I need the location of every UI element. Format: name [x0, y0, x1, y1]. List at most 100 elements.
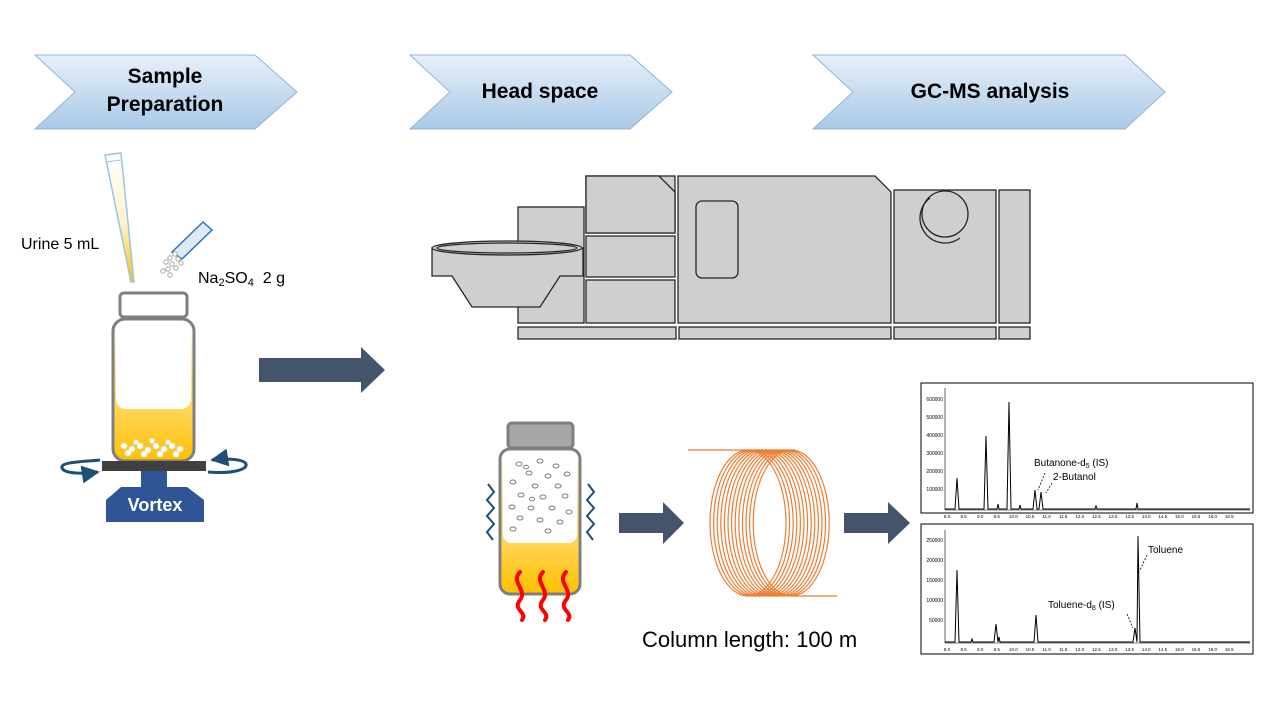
x-tick-label: 13.0 — [1109, 647, 1118, 652]
rotation-arrow-left-icon — [60, 458, 101, 484]
vial-particles — [120, 438, 184, 458]
x-tick-label: 16.0 — [1208, 647, 1217, 652]
x-tick-label: 11.5 — [1059, 647, 1068, 652]
y-tick-label: 100000 — [926, 487, 943, 493]
ann-toluene-sub: 8 — [1091, 605, 1096, 612]
x-tick-label: 14.5 — [1158, 647, 1167, 652]
bottom-annotation-arrow-1 — [1139, 554, 1148, 571]
vibration-right-icon — [585, 483, 596, 541]
x-tick-label: 14.5 — [1158, 514, 1167, 519]
pipette-icon — [104, 152, 135, 283]
chevron-sample-preparation — [33, 54, 298, 130]
chevron-head-space — [408, 54, 673, 130]
x-tick-label: 11.0 — [1042, 647, 1051, 652]
x-tick-label: 11.0 — [1042, 514, 1051, 519]
top-annotation-arrow-1 — [1037, 472, 1046, 491]
x-tick-label: 8.5 — [960, 647, 967, 652]
flow-arrow-2 — [619, 502, 684, 544]
headspace-bubbles — [508, 458, 573, 534]
x-tick-label: 10.0 — [1009, 647, 1018, 652]
salt-so: SO — [224, 270, 248, 287]
column-length-label: Column length: 100 m — [642, 627, 858, 652]
top-annotation-arrow-2 — [1045, 482, 1053, 494]
ann-toluene-pre: Toluene-d — [1048, 600, 1092, 611]
y-tick-label: 600000 — [926, 397, 943, 403]
top-trace — [945, 401, 1250, 510]
bottom-annotation-toluene-d8: Toluene-d8 (IS) — [1048, 600, 1115, 612]
x-tick-label: 12.0 — [1075, 514, 1084, 519]
x-tick-label: 12.5 — [1092, 514, 1101, 519]
y-tick-label: 500000 — [926, 415, 943, 421]
y-tick-label: 250000 — [926, 538, 943, 544]
x-tick-label: 8.0 — [944, 514, 951, 519]
bottom-annotation-toluene: Toluene — [1148, 545, 1184, 556]
x-tick-label: 9.5 — [994, 514, 1001, 519]
step-1-line2: Preparation — [106, 93, 224, 116]
x-tick-label: 15.0 — [1175, 647, 1184, 652]
x-tick-label: 10.0 — [1009, 514, 1018, 519]
x-tick-label: 16.0 — [1208, 514, 1217, 519]
x-tick-label: 16.5 — [1225, 647, 1234, 652]
bottom-annotation-arrow-2 — [1126, 613, 1134, 629]
x-tick-label: 9.5 — [994, 647, 1001, 652]
top-annotation-butanone: Butanone-d5 (IS) — [1034, 458, 1109, 470]
step-head-space-label: Head space — [481, 80, 599, 103]
y-tick-label: 300000 — [926, 451, 943, 457]
step-1-line1: Sample — [127, 65, 203, 88]
y-tick-label: 200000 — [926, 469, 943, 475]
x-tick-label: 8.0 — [944, 647, 951, 652]
x-tick-label: 14.0 — [1142, 647, 1151, 652]
flow-arrow-3 — [844, 502, 910, 544]
ann-butanone-post: (IS) — [1089, 458, 1109, 469]
x-tick-label: 12.0 — [1075, 647, 1084, 652]
step-gc-ms-label: GC-MS analysis — [910, 80, 1070, 103]
rotation-arrow-right-icon — [207, 448, 248, 474]
vortex-label: Vortex — [127, 495, 183, 515]
salt-na: Na — [198, 270, 219, 287]
ann-butanone-sub: 5 — [1085, 463, 1090, 470]
vortex-mixer — [102, 461, 206, 522]
x-tick-label: 15.5 — [1192, 514, 1201, 519]
y-tick-label: 50000 — [929, 618, 943, 624]
x-tick-label: 13.0 — [1109, 514, 1118, 519]
salt-sub2: 4 — [247, 277, 254, 289]
x-tick-label: 10.5 — [1026, 514, 1035, 519]
sample-vial — [111, 291, 196, 463]
y-tick-label: 200000 — [926, 558, 943, 564]
heat-flames-icon — [514, 570, 572, 622]
x-tick-label: 9.0 — [977, 514, 984, 519]
salt-label: Na2SO4 2 g — [198, 270, 285, 289]
chromatogram-top: 600000 500000 400000 300000 200000 100000 8.0… — [920, 382, 1254, 519]
x-tick-label: 8.5 — [960, 514, 967, 519]
top-annotation-butanol: 2-Butanol — [1053, 472, 1096, 483]
ann-butanone-pre: Butanone-d — [1034, 458, 1086, 469]
x-tick-label: 13.5 — [1125, 514, 1134, 519]
x-tick-label: 13.5 — [1125, 647, 1134, 652]
urine-label: Urine 5 mL — [21, 236, 100, 253]
x-tick-label: 12.5 — [1092, 647, 1101, 652]
salt-sub1: 2 — [218, 277, 225, 289]
x-tick-label: 15.5 — [1192, 647, 1201, 652]
vibration-left-icon — [485, 483, 496, 541]
x-tick-label: 15.0 — [1175, 514, 1184, 519]
step-sample-preparation-label: Sample Preparation — [85, 63, 245, 119]
x-tick-label: 14.0 — [1142, 514, 1151, 519]
chevron-gc-ms — [811, 54, 1166, 130]
bottom-trace — [945, 535, 1250, 643]
salt-amount: 2 g — [262, 270, 285, 287]
x-tick-label: 10.5 — [1026, 647, 1035, 652]
y-tick-label: 100000 — [926, 598, 943, 604]
flow-arrow-1 — [259, 347, 385, 393]
gc-column-coil — [688, 449, 837, 597]
x-tick-label: 16.5 — [1225, 514, 1234, 519]
ann-toluene-post: (IS) — [1095, 600, 1115, 611]
y-tick-label: 150000 — [926, 578, 943, 584]
salt-particles — [160, 251, 184, 278]
y-tick-label: 400000 — [926, 433, 943, 439]
spatula-icon — [170, 220, 214, 260]
gc-ms-instrument — [431, 175, 1031, 340]
x-tick-label: 11.5 — [1059, 514, 1068, 519]
